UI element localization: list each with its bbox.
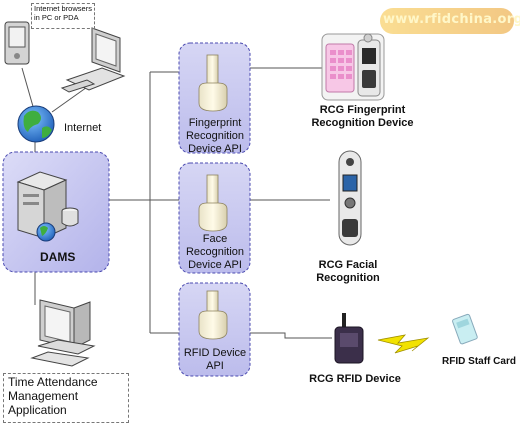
- wireless-signal-icon: [377, 334, 430, 354]
- watermark-badge: [380, 8, 514, 34]
- face-device-icon: [338, 150, 362, 246]
- face-api-label: Face Recognition Device API: [185, 233, 245, 271]
- time-attendance-app-box: Time Attendance Management Application: [3, 373, 129, 423]
- watermark-text: www.rfidchina.org: [383, 12, 520, 27]
- rfid-device-label: RCG RFID Device: [309, 373, 401, 385]
- rfid-card-label: RFID Staff Card: [442, 356, 516, 367]
- browsers-note: Internet browsers in PC or PDA: [31, 3, 95, 29]
- pda-icon: [4, 21, 30, 65]
- fingerprint-api-label: Fingerprint Recognition Device API: [185, 117, 245, 155]
- face-device-label: RCG Facial Recognition: [316, 259, 380, 284]
- bottom-pc-icon: [30, 299, 96, 367]
- rfid-device-icon: [334, 313, 364, 364]
- dams-globe-icon: [36, 222, 56, 242]
- rfid-api-label: RFID Device API: [183, 347, 247, 372]
- top-pc-icon: [60, 27, 126, 93]
- fingerprint-device-label: RCG Fingerprint Recognition Device: [311, 104, 414, 129]
- dams-label: DAMS: [40, 250, 76, 264]
- internet-label: Internet: [64, 122, 102, 134]
- rfid-card-icon: [452, 313, 478, 345]
- globe-icon: [17, 105, 55, 143]
- fingerprint-device-icon: [321, 33, 385, 101]
- database-icon: [61, 207, 79, 227]
- api-plug-icons: [198, 54, 228, 340]
